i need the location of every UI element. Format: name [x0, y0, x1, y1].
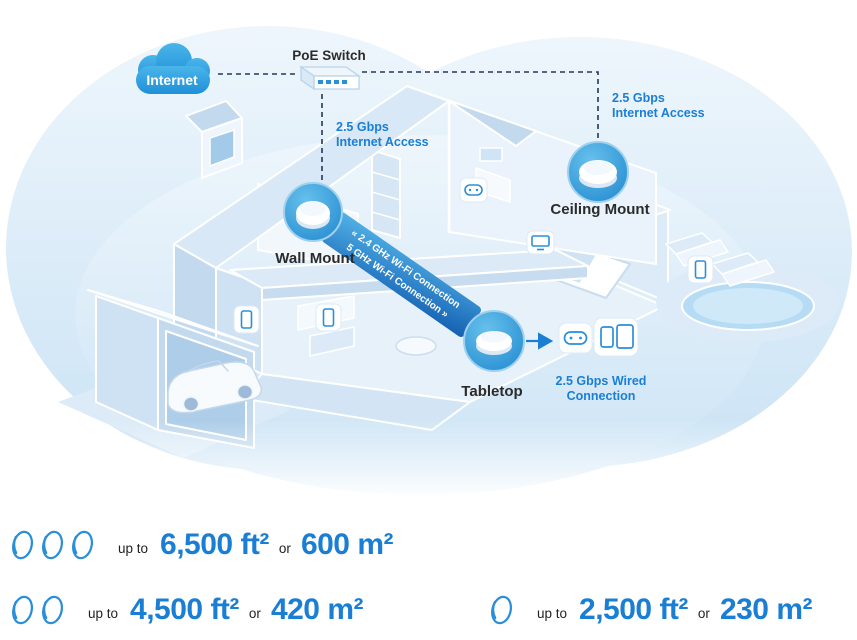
or-label: or: [248, 605, 261, 621]
coverage-row-3pack: up to 6,500 ft² or 600 m²: [8, 528, 394, 561]
deco-unit-icon: [491, 595, 513, 625]
wired-line2: Connection: [567, 389, 636, 403]
phone-icon: [694, 260, 707, 279]
house-illustration: [58, 85, 840, 458]
garage-roof: [87, 289, 259, 347]
gamepad-icon: [464, 184, 483, 196]
coverage-ft: 2,500 ft²: [579, 593, 688, 626]
coverage-m: 420 m²: [270, 593, 364, 626]
tablet-icon: [616, 324, 634, 349]
deco-unit-icon: [72, 530, 94, 560]
phone-badge-2: [315, 303, 342, 332]
phone-icon: [600, 326, 614, 348]
up-to-label: up to: [88, 605, 119, 621]
ceiling-mount-node: [567, 141, 629, 203]
tablet-icon: [322, 308, 335, 327]
cloud-icon: [136, 43, 210, 94]
deco-unit-icon: [12, 530, 34, 560]
wired-line1: 2.5 Gbps Wired: [556, 374, 647, 388]
shelf-unit: [371, 149, 401, 239]
wall-mount-label: Wall Mount: [275, 250, 354, 267]
internet-label: Internet: [146, 72, 198, 88]
deco-unit-icon: [42, 530, 64, 560]
tabletop-node: [463, 310, 525, 372]
gamepad-icon: [563, 331, 588, 345]
or-label: or: [697, 605, 710, 621]
tv-badge: [526, 230, 555, 255]
ceiling-feed-line2: Internet Access: [612, 106, 705, 120]
wall-feed-line2: Internet Access: [336, 135, 429, 149]
car: [167, 360, 263, 414]
wall-mount-node: [283, 182, 343, 242]
or-label: or: [278, 540, 291, 556]
coverage-row-1pack: up to 2,500 ft² or 230 m²: [487, 593, 813, 626]
roof-right-edge: [406, 85, 537, 147]
ceiling-mount-label: Ceiling Mount: [550, 201, 649, 218]
client-devices-box: [558, 317, 639, 357]
internet-cloud: Internet: [136, 43, 210, 94]
coverage-ft: 4,500 ft²: [130, 593, 239, 626]
wall-feed-line1: 2.5 Gbps: [336, 120, 389, 134]
deco-unit-icon: [42, 595, 64, 625]
kitchen-island: [309, 326, 355, 357]
pool-water: [693, 288, 803, 324]
phone-icon: [240, 310, 253, 329]
bathroom-mirror: [479, 147, 503, 162]
coverage-row-2pack: up to 4,500 ft² or 420 m²: [8, 593, 364, 626]
poe-switch-label: PoE Switch: [292, 48, 366, 63]
up-to-label: up to: [118, 540, 149, 556]
phone-badge-1: [233, 305, 260, 334]
pool-loungers: [665, 232, 775, 287]
poe-switch: [298, 65, 362, 91]
labels: PoE Switch 2.5 Gbps Internet Access 2.5 …: [292, 48, 704, 403]
coverage-m: 230 m²: [719, 593, 813, 626]
bottom-fade: [0, 420, 857, 500]
tv-icon: [531, 235, 550, 247]
device-badges: [233, 177, 714, 334]
gamepad-badge: [459, 177, 488, 203]
coverage-ft: 6,500 ft²: [160, 528, 269, 561]
dormer-window: [209, 129, 235, 167]
tabletop-label: Tabletop: [461, 383, 522, 400]
deco-unit-icon: [12, 595, 34, 625]
ceiling-feed-line1: 2.5 Gbps: [612, 91, 665, 105]
up-to-label: up to: [537, 605, 568, 621]
home-network-illustration: « 2.4 GHz Wi-Fi Connection 5 GHz Wi-Fi C…: [0, 26, 857, 500]
coverage-m: 600 m²: [300, 528, 394, 561]
phone-badge-3: [687, 255, 714, 284]
connections: [218, 71, 599, 181]
dining-table: [395, 336, 437, 356]
deco-nodes: Wall Mount Ceiling Mount Tabletop: [275, 141, 650, 400]
switch-to-ceiling-line: [362, 71, 599, 140]
